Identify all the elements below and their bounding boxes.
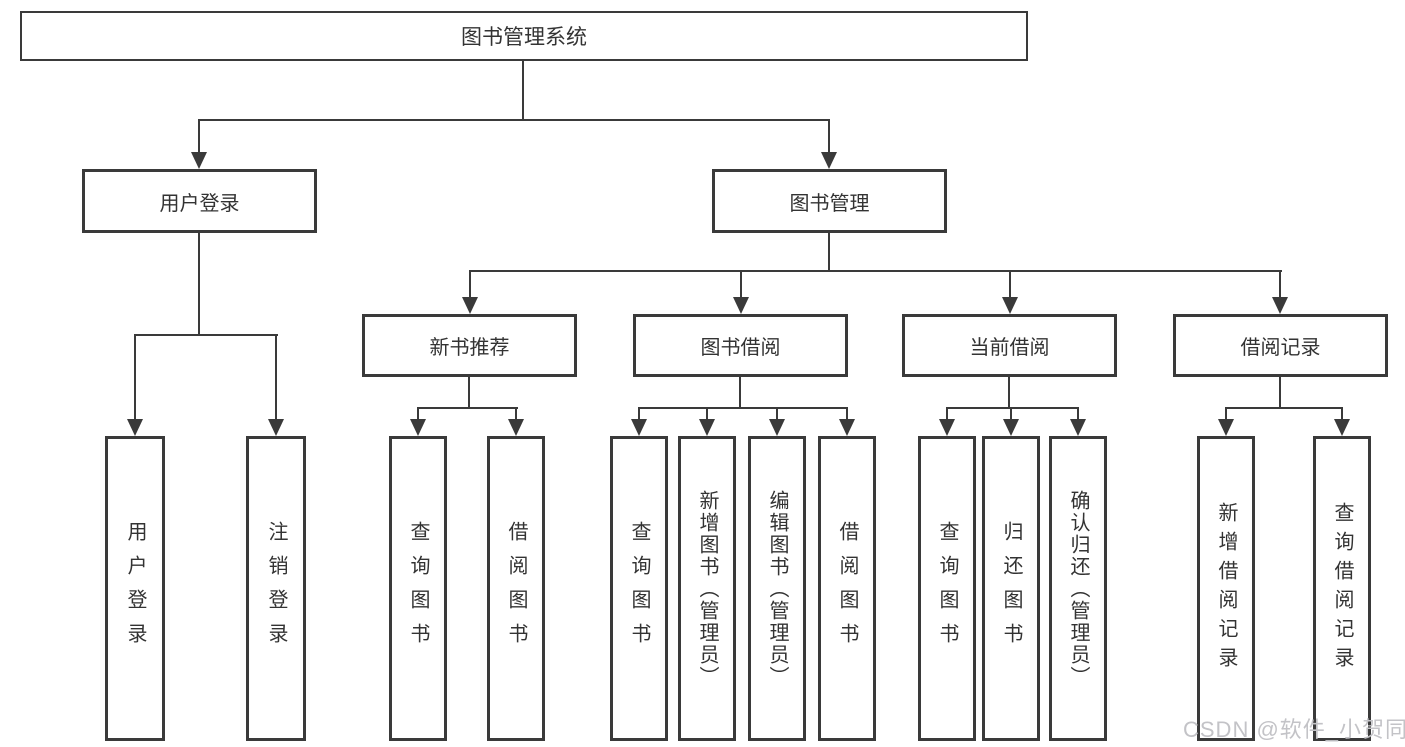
arrow-down-icon (1002, 297, 1018, 314)
connector-stem (1225, 407, 1227, 421)
arrow-down-icon (821, 152, 837, 169)
node-book-borrowing: 图书借阅 (633, 314, 848, 377)
leaf-label: 借阅图书 (836, 520, 858, 657)
arrow-down-icon (699, 419, 715, 436)
connector-stem (739, 377, 741, 407)
leaf-label: 查询图书 (628, 520, 650, 657)
node-label: 图书管理系统 (461, 26, 587, 49)
arrow-down-icon (631, 419, 647, 436)
arrow-down-icon (268, 419, 284, 436)
leaf-borrow-books-recommend: 借阅图书 (487, 436, 545, 741)
connector-stem (469, 270, 471, 298)
leaf-confirm-return-admin: 确认归还（管理员） (1049, 436, 1107, 741)
connector-rail (1225, 407, 1343, 409)
arrow-down-icon (1218, 419, 1234, 436)
leaf-label: 用户登录 (124, 520, 146, 657)
leaf-label: 编辑图书（管理员） (766, 489, 788, 688)
leaf-add-borrow-record: 新增借阅记录 (1197, 436, 1255, 741)
connector-stem (468, 377, 470, 407)
arrow-down-icon (839, 419, 855, 436)
leaf-label: 查询图书 (407, 520, 429, 657)
leaf-label: 新增图书（管理员） (696, 489, 718, 688)
node-label: 图书管理 (789, 192, 870, 215)
node-label: 新书推荐 (429, 337, 510, 359)
connector-stem (134, 334, 136, 420)
leaf-query-borrow-record: 查询借阅记录 (1313, 436, 1371, 741)
connector-rail (134, 334, 278, 336)
arrow-down-icon (1272, 297, 1288, 314)
leaf-user-login: 用户登录 (105, 436, 165, 741)
connector-stem (198, 233, 200, 334)
connector-stem (706, 407, 708, 421)
node-label: 用户登录 (159, 192, 240, 215)
leaf-query-books-borrowing: 查询图书 (610, 436, 668, 741)
connector-stem (828, 119, 830, 154)
node-current-borrowing: 当前借阅 (902, 314, 1117, 377)
arrow-down-icon (733, 297, 749, 314)
connector-stem (515, 407, 517, 421)
node-user-login: 用户登录 (82, 169, 317, 233)
connector-stem (1279, 377, 1281, 407)
arrow-down-icon (1334, 419, 1350, 436)
node-book-management: 图书管理 (712, 169, 947, 233)
arrow-down-icon (191, 152, 207, 169)
leaf-label: 借阅图书 (505, 520, 527, 657)
arrow-down-icon (410, 419, 426, 436)
leaf-logout: 注销登录 (246, 436, 306, 741)
node-label: 借阅记录 (1240, 337, 1321, 359)
leaf-return-books: 归还图书 (982, 436, 1040, 741)
connector-rail (418, 407, 518, 409)
node-new-book-recommend: 新书推荐 (362, 314, 577, 377)
leaf-label: 新增借阅记录 (1215, 501, 1237, 676)
connector-stem (1077, 407, 1079, 421)
connector-stem (1008, 377, 1010, 407)
connector-stem (1009, 270, 1011, 298)
node-label: 当前借阅 (969, 337, 1050, 359)
arrow-down-icon (1003, 419, 1019, 436)
leaf-query-books-current: 查询图书 (918, 436, 976, 741)
connector-stem (1010, 407, 1012, 421)
node-library-management-system: 图书管理系统 (20, 11, 1028, 61)
connector-stem (1341, 407, 1343, 421)
arrow-down-icon (462, 297, 478, 314)
connector-rail (638, 407, 848, 409)
leaf-edit-books-admin: 编辑图书（管理员） (748, 436, 806, 741)
connector-level3-rail (469, 270, 1282, 272)
leaf-label: 确认归还（管理员） (1067, 489, 1089, 688)
connector-stem (275, 334, 277, 420)
connector-stem (417, 407, 419, 421)
arrow-down-icon (1070, 419, 1086, 436)
connector-stem (638, 407, 640, 421)
arrow-down-icon (769, 419, 785, 436)
leaf-label: 归还图书 (1000, 520, 1022, 657)
csdn-watermark: CSDN @软件_小贺同学 (1183, 717, 1405, 742)
connector-root-stem (522, 61, 524, 119)
connector-stem (846, 407, 848, 421)
connector-stem (776, 407, 778, 421)
leaf-add-books-admin: 新增图书（管理员） (678, 436, 736, 741)
leaf-label: 注销登录 (265, 520, 287, 657)
arrow-down-icon (127, 419, 143, 436)
connector-stem (198, 119, 200, 154)
connector-stem (828, 233, 830, 270)
leaf-borrow-books: 借阅图书 (818, 436, 876, 741)
leaf-label: 查询图书 (936, 520, 958, 657)
node-label: 图书借阅 (700, 337, 781, 359)
connector-stem (1279, 270, 1281, 298)
connector-level2-rail (198, 119, 830, 121)
connector-stem (946, 407, 948, 421)
arrow-down-icon (508, 419, 524, 436)
connector-rail (946, 407, 1079, 409)
leaf-label: 查询借阅记录 (1331, 501, 1353, 676)
arrow-down-icon (939, 419, 955, 436)
leaf-query-books-recommend: 查询图书 (389, 436, 447, 741)
node-borrowing-records: 借阅记录 (1173, 314, 1388, 377)
connector-stem (740, 270, 742, 298)
